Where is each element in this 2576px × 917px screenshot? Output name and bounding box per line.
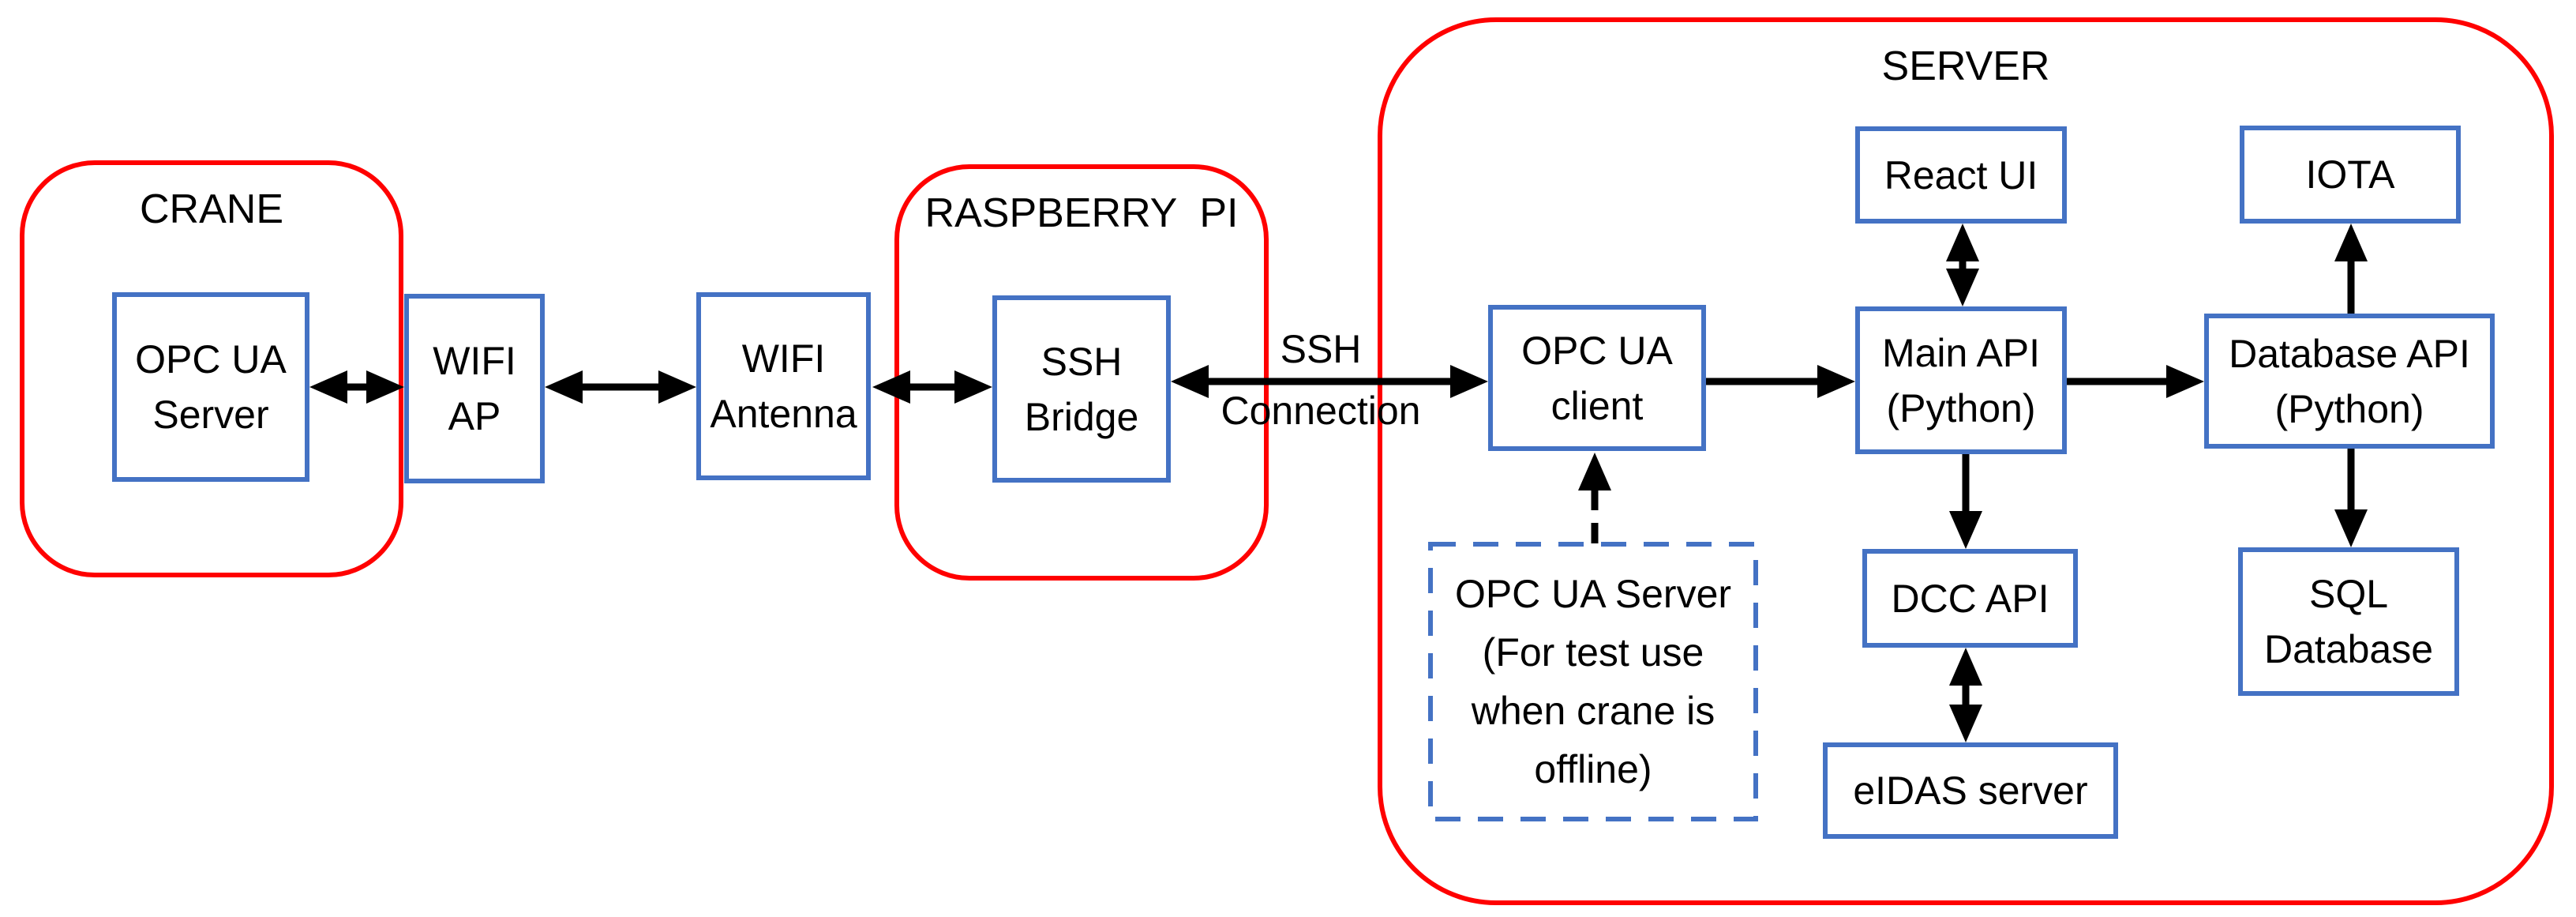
arrow-database_api-to-iota (2334, 224, 2368, 314)
node-sql-database: SQL Database (2238, 547, 2459, 696)
arrow-main_api-to-database_api (2067, 365, 2204, 398)
arrow-ssh_bridge-to-opcua_client (1171, 365, 1488, 398)
node-label: SSH (1041, 339, 1123, 384)
arrow-test_opcua_server-to-opcua_client (1578, 453, 1611, 543)
node-label: eIDAS server (1853, 769, 2088, 813)
node-label: Database (2263, 627, 2434, 671)
container-raspberry-pi: RASPBERRY PI (894, 164, 1269, 581)
node-database-api: Database API (Python) (2204, 314, 2495, 449)
node-label: OPC UA (135, 337, 287, 381)
container-raspberry-pi-label: RASPBERRY PI (924, 190, 1239, 236)
node-wifi-ap: WIFI AP (404, 294, 545, 483)
edge-label-ssh: SSH (1280, 327, 1362, 371)
node-label: client (1550, 383, 1644, 428)
node-ssh-bridge: SSH Bridge (992, 295, 1171, 483)
node-label: AP (448, 394, 501, 438)
node-label: offline) (1534, 747, 1652, 791)
node-dcc-api: DCC API (1862, 549, 2078, 648)
node-label: (For test use (1482, 630, 1704, 675)
node-label: OPC UA (1521, 328, 1673, 373)
container-crane-label: CRANE (139, 186, 284, 232)
node-react-ui: React UI (1855, 126, 2067, 224)
container-server: SERVER (1378, 17, 2554, 905)
arrow-dcc_api-to-eidas_server (1949, 648, 1982, 742)
arrow-wifi_antenna-to-ssh_bridge (872, 370, 992, 404)
arrow-opcua_client-to-main_api (1706, 365, 1855, 398)
node-test-opc-ua-server: OPC UA Server (For test use when crane i… (1430, 544, 1756, 819)
node-label: Bridge (1024, 394, 1139, 439)
arrow-main_api-to-dcc_api (1949, 454, 1982, 549)
node-label: OPC UA Server (1454, 572, 1732, 616)
arrow-react_ui-to-main_api (1946, 224, 1979, 306)
node-label: when crane is (1471, 689, 1715, 733)
node-label: Server (152, 393, 269, 437)
arrow-wifi_ap-to-wifi_antenna (545, 370, 696, 404)
edge-label-connection: Connection (1221, 389, 1421, 433)
node-main-api: Main API (Python) (1855, 306, 2067, 454)
node-label: WIFI (741, 336, 826, 381)
node-label: Antenna (710, 392, 857, 436)
container-server-label: SERVER (1881, 43, 2050, 89)
node-label: (Python) (2274, 386, 2424, 431)
node-label: Database API (2229, 331, 2470, 376)
node-label: Main API (1881, 330, 2041, 375)
node-eidas-server: eIDAS server (1823, 742, 2118, 839)
node-label: DCC API (1891, 576, 2049, 621)
node-opc-ua-server-crane: OPC UA Server (112, 292, 309, 482)
node-label: SQL (2308, 572, 2389, 616)
arrow-opcua_server_crane-to-wifi_ap (309, 370, 404, 404)
node-iota: IOTA (2240, 126, 2461, 224)
node-label: (Python) (1886, 385, 2036, 430)
node-label: WIFI (433, 339, 516, 383)
container-crane: CRANE (20, 160, 403, 577)
node-opc-ua-client: OPC UA client (1488, 305, 1706, 451)
node-label: IOTA (2305, 152, 2395, 197)
arrow-database_api-to-sql_database (2334, 449, 2368, 547)
node-wifi-antenna: WIFI Antenna (696, 292, 871, 480)
node-label: React UI (1884, 152, 2038, 197)
